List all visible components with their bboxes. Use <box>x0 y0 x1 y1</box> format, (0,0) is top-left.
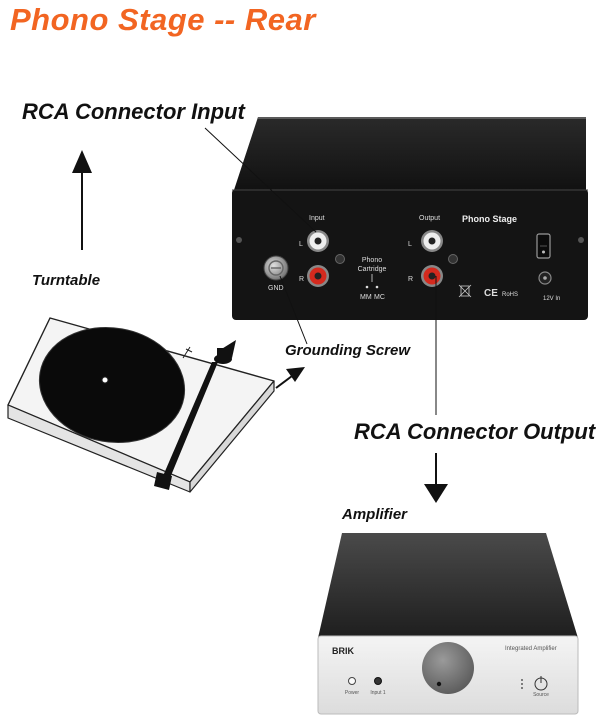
phono-brand-label: Phono Stage <box>462 214 517 224</box>
label-rca-output: RCA Connector Output <box>354 419 596 444</box>
phono-right-label-2: R <box>408 276 413 283</box>
arrow-up-icon <box>72 150 92 250</box>
phono-gnd-label: GND <box>268 285 284 292</box>
amplifier-input-label: Input 1 <box>370 690 386 696</box>
leader-line-input <box>204 127 317 233</box>
phono-mm-label: MM <box>360 294 372 301</box>
label-rca-input: RCA Connector Input <box>22 99 245 124</box>
phono-rohs-label: RoHS <box>502 292 518 298</box>
phono-stage-box <box>232 117 588 320</box>
phono-right-label-1: R <box>299 276 304 283</box>
arrow-right-icon <box>275 367 305 389</box>
turntable-illustration <box>7 317 275 493</box>
phono-input-label: Input <box>309 215 325 222</box>
label-grounding-screw: Grounding Screw <box>285 342 411 359</box>
amplifier-model-label: Integrated Amplifier <box>505 646 557 652</box>
label-turntable: Turntable <box>32 272 101 289</box>
amplifier-volume-knob <box>422 642 474 694</box>
phono-left-label-2: L <box>408 241 412 248</box>
phono-left-label-1: L <box>299 241 303 248</box>
phono-mc-label: MC <box>374 294 385 301</box>
label-amplifier: Amplifier <box>342 506 408 523</box>
amplifier-brand-label: BRIK <box>332 646 354 656</box>
power-switch-icon <box>536 233 551 259</box>
recycle-bin-icon <box>458 284 472 298</box>
rca-input-left-jack <box>307 230 329 252</box>
phono-ce-label: CE <box>484 288 498 299</box>
amplifier-source-label: Source <box>533 692 549 698</box>
phono-cartridge-line2: Cartridge <box>358 266 387 273</box>
amplifier-illustration <box>317 533 579 715</box>
phono-cartridge-line1: Phono <box>362 257 382 264</box>
rca-input-right-jack <box>307 265 329 287</box>
grounding-screw <box>263 255 289 281</box>
arrow-down-icon <box>424 453 448 503</box>
page-title: Phono Stage -- Rear <box>10 2 316 37</box>
phono-power-in-label: 12V In <box>543 296 560 302</box>
leader-line-ground <box>279 275 308 345</box>
phono-output-label: Output <box>419 215 440 222</box>
amplifier-power-label: Power <box>345 690 360 696</box>
rca-output-right-jack <box>421 265 443 287</box>
dc-power-jack <box>538 271 552 285</box>
rca-output-left-jack <box>421 230 443 252</box>
